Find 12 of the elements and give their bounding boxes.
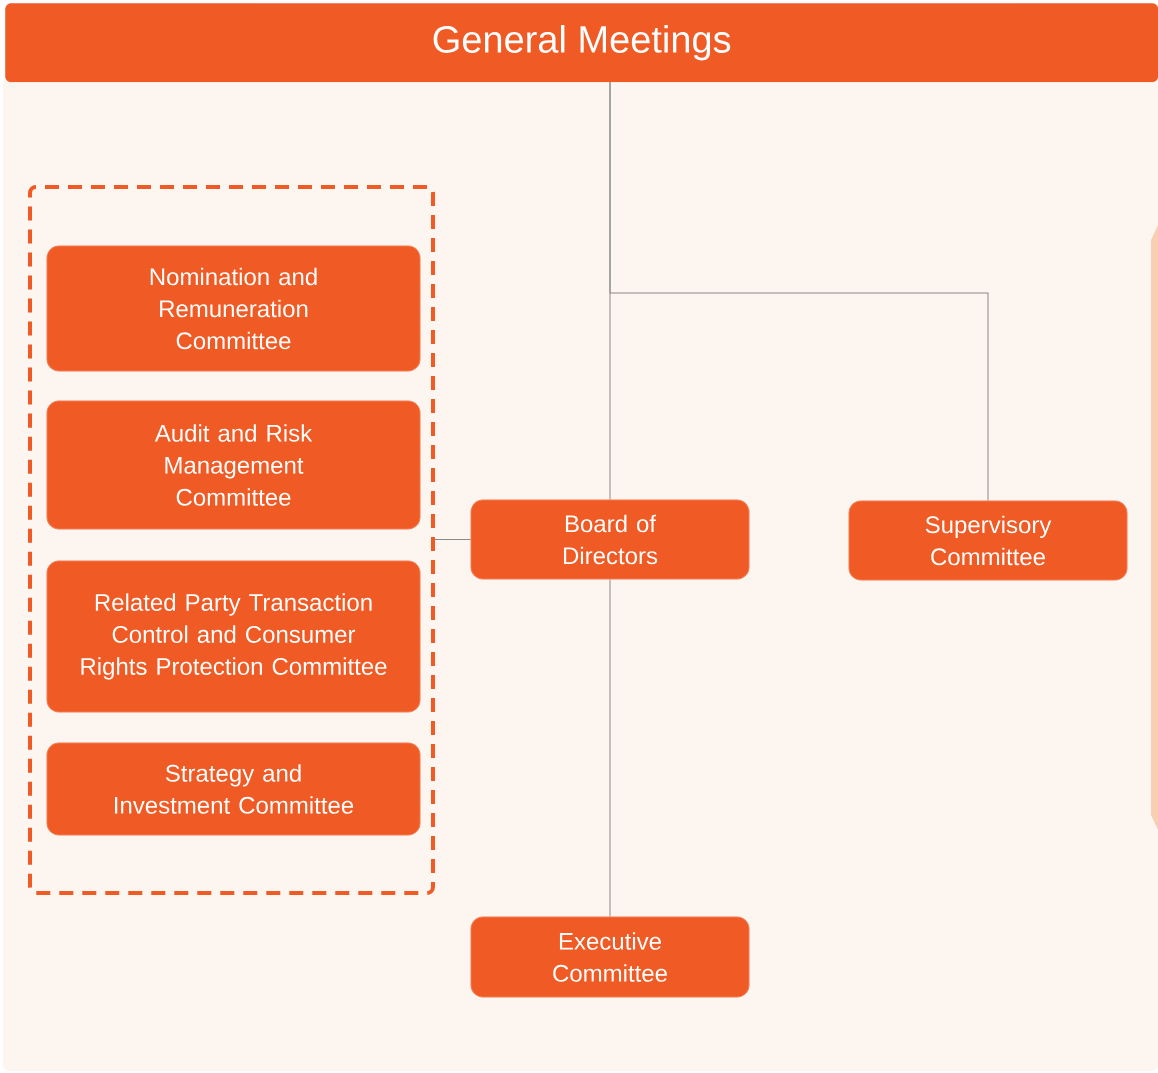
connector-line [609, 579, 611, 917]
committee-box: Related Party Transaction Control and Consumer Rights Protection Committee [46, 560, 421, 713]
committee-box: Audit and Risk Management Committee [46, 400, 421, 530]
connector-line [434, 539, 471, 540]
title-band: General Meetings [5, 3, 1158, 83]
committee-box: Executive Committee [470, 916, 750, 998]
committee-box: Strategy and Investment Committee [46, 742, 421, 836]
committee-box: Supervisory Committee [848, 500, 1128, 581]
connector-line [609, 81, 989, 501]
dashed-group-box [28, 185, 435, 895]
committee-box: Board of Directors [470, 499, 750, 580]
committee-box: Nomination and Remuneration Committee [46, 245, 421, 372]
